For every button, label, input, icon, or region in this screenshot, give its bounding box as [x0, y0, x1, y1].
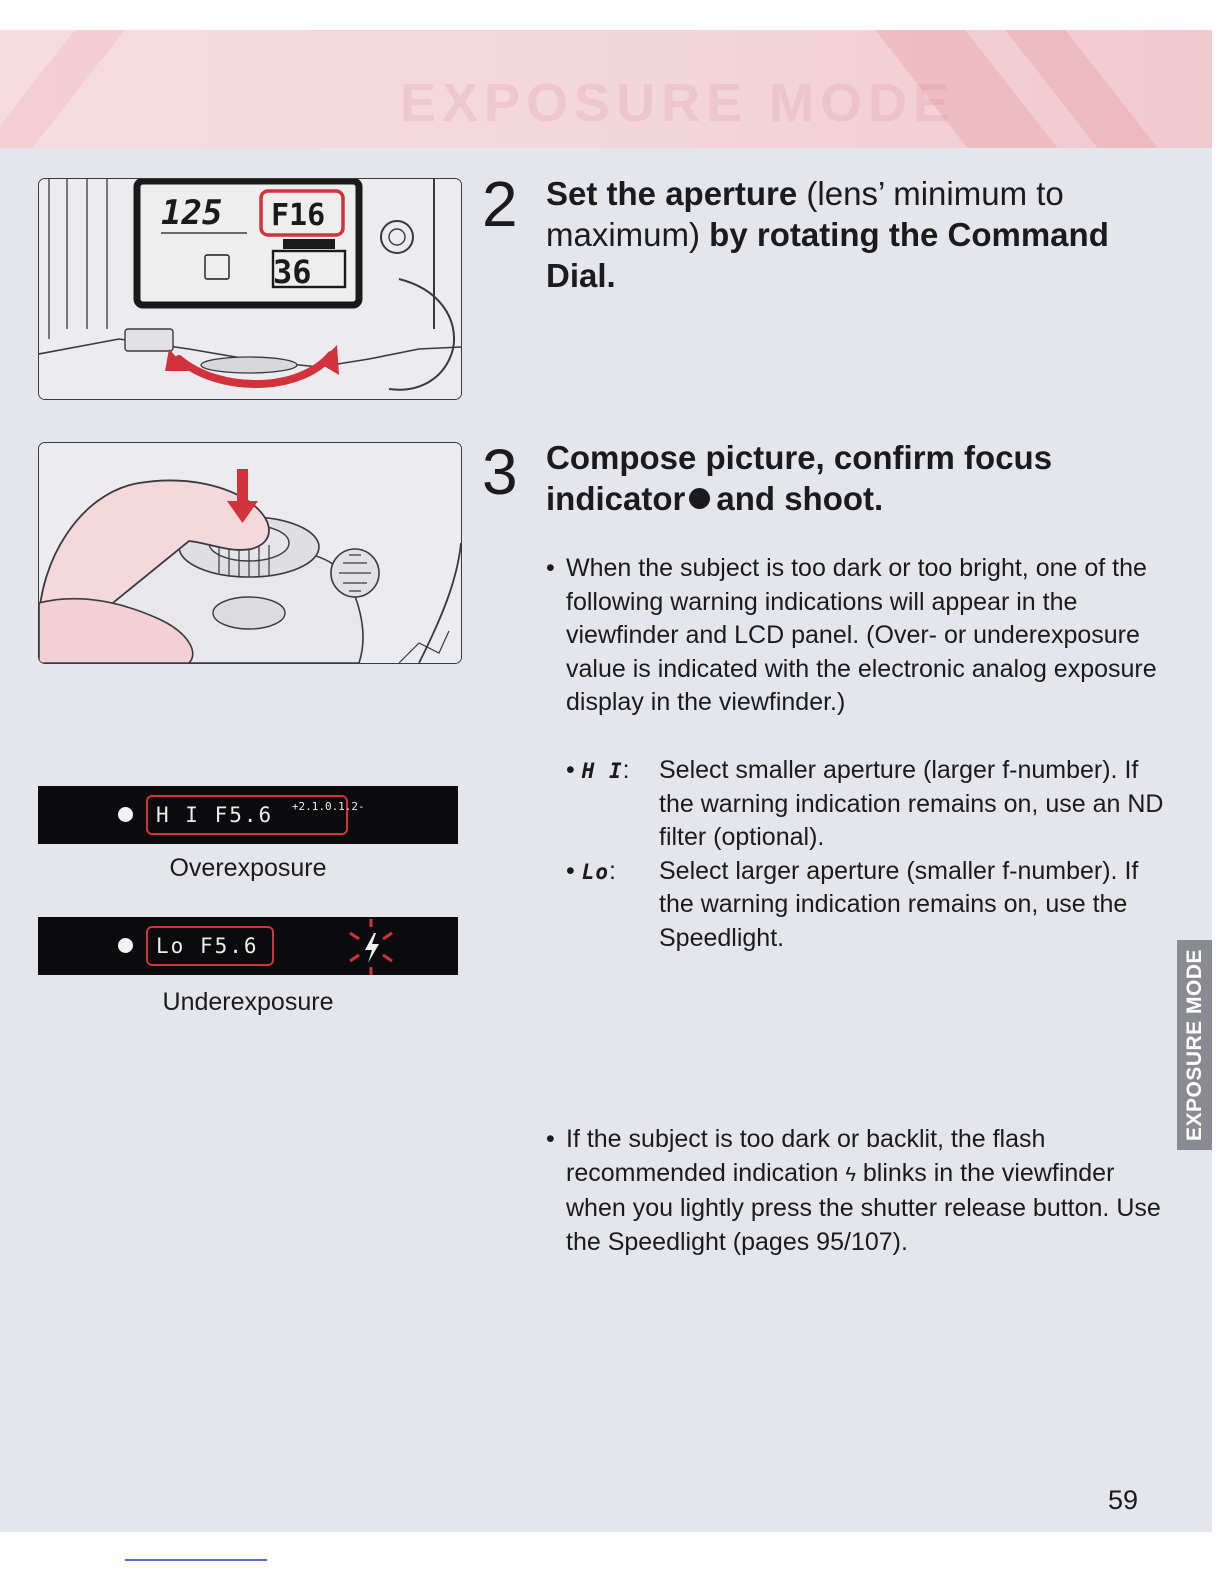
warning-sub-list: • H I: Select smaller aperture (larger f…: [566, 754, 1166, 956]
page-number: 59: [1108, 1485, 1139, 1515]
step-3-number: 3: [482, 436, 518, 508]
overexposure-readout: H I F5.6 +2.1.0.1.2-: [146, 795, 365, 835]
over-aperture: F5.6: [214, 803, 274, 827]
shutter-press-illustration: [38, 442, 462, 664]
hi-warning-item: • H I: Select smaller aperture (larger f…: [566, 756, 1164, 852]
lcd-frame-counter: 36: [273, 253, 312, 291]
lo-warning-item: • Lo: Select larger aperture (smaller f-…: [566, 856, 1139, 952]
lcd-shutter-speed: 125: [161, 193, 222, 233]
banner-ghost-title: EXPOSURE MODE: [400, 73, 956, 133]
lcd-aperture-value: F16: [271, 198, 325, 233]
underexposure-caption: Underexposure: [162, 988, 334, 1016]
manual-page: EXPOSURE MODE 125 F16 36: [0, 30, 1212, 1532]
underexposure-readout: Lo F5.6: [146, 926, 274, 966]
header-banner: EXPOSURE MODE: [0, 30, 1212, 148]
footer-rule: [125, 1559, 267, 1561]
lcd-panel-illustration: 125 F16 36: [38, 178, 462, 400]
focus-indicator-icon: [689, 487, 711, 509]
lo-warning-code: Lo: [156, 934, 186, 958]
flash-bullet: •If the subject is too dark or backlit, …: [546, 1124, 1161, 1256]
flash-blink-icon: [349, 919, 393, 975]
step-3-title: Compose picture, confirm focus indicator…: [546, 439, 1053, 517]
warning-bullet: •When the subject is too dark or too bri…: [546, 554, 1157, 717]
flash-bolt-icon: ϟ: [845, 1163, 856, 1186]
step-2-number: 2: [482, 168, 518, 240]
under-aperture: F5.6: [199, 934, 259, 958]
hi-warning-code: H I: [156, 803, 200, 827]
section-tab: EXPOSURE MODE: [1177, 940, 1212, 1150]
exposure-scale: +2.1.0.1.2-: [291, 800, 365, 813]
focus-indicator-icon: [118, 807, 133, 822]
overexposure-caption: Overexposure: [169, 854, 327, 882]
focus-indicator-icon: [118, 938, 133, 953]
overexposure-display: H I F5.6 +2.1.0.1.2-: [38, 786, 458, 844]
step-2-title: Set the aperture (lens’ minimum to maxim…: [546, 175, 1109, 294]
underexposure-display: Lo F5.6: [38, 917, 458, 975]
